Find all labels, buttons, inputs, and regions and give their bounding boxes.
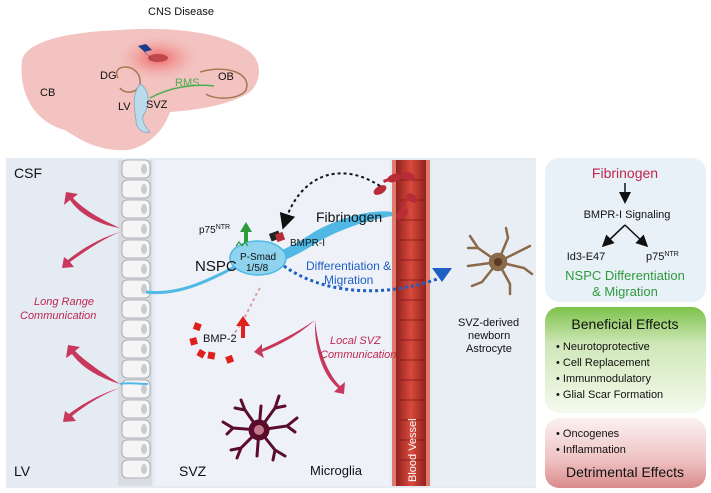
local-svz-label-line2: Communication [320, 349, 396, 361]
pathway-result-line2: & Migration [592, 284, 658, 299]
pathway-panel: Fibrinogen BMPR-I Signaling Id3-E47 p75N… [545, 158, 706, 302]
parenchyma-region [432, 160, 536, 486]
detrimental-item: • Oncogenes [556, 428, 620, 440]
cb-label: CB [40, 87, 55, 99]
beneficial-item: • Glial Scar Formation [556, 389, 663, 401]
astrocyte-cell [466, 226, 534, 296]
bmp2-label: BMP-2 [203, 333, 237, 345]
rms-label: RMS [175, 77, 199, 89]
fibrinogen-molecules [373, 171, 418, 220]
bmpr-label: BMPR-I [290, 238, 325, 249]
bmp-dotted-link [231, 287, 261, 337]
fibrinogen-label: Fibrinogen [316, 209, 382, 225]
p75-up-arrow-icon [240, 222, 252, 242]
beneficial-item: • Cell Replacement [556, 357, 650, 369]
rms-path [149, 84, 215, 99]
long-range-label-line1: Long Range [34, 296, 94, 308]
bmp2-molecules [189, 322, 235, 364]
beneficial-title: Beneficial Effects [571, 316, 678, 332]
differentiation-label-line2: Migration [324, 273, 373, 287]
long-range-arrows [62, 192, 120, 422]
cns-disease-label: CNS Disease [148, 6, 214, 18]
pathway-id3: Id3-E47 [567, 251, 606, 263]
detrimental-panel: • Oncogenes • Inflammation Detrimental E… [545, 418, 706, 488]
ob-outline [199, 68, 248, 99]
lv-label: LV [14, 463, 31, 479]
main-panel: CSF LV SVZ NSPC p75NTR P-Smad 1/5/8 BMPR… [6, 158, 536, 488]
astrocyte-label-line3: Astrocyte [466, 343, 512, 355]
pathway-p75: p75NTR [646, 251, 679, 263]
brain-inset: CNS Disease CB DG RMS OB LV SVZ [21, 6, 259, 151]
fibrinogen-dotted-arrow [279, 172, 381, 230]
detrimental-item: • Inflammation [556, 444, 626, 456]
csf-label: CSF [14, 165, 42, 181]
astrocyte-label-line2: newborn [468, 330, 510, 342]
pathway-signaling: BMPR-I Signaling [584, 209, 671, 221]
blood-vessel-label: Blood Vessel [407, 418, 419, 482]
differentiation-label-line1: Differentiation & [306, 259, 391, 273]
pathway-fibrinogen: Fibrinogen [592, 165, 658, 181]
lv-brain-label: LV [118, 101, 131, 113]
svz-brain-label: SVZ [146, 99, 168, 111]
beneficial-item: • Immunmodulatory [556, 373, 651, 385]
lightning-icon [108, 6, 158, 64]
psmad-label-line2: 1/5/8 [246, 263, 269, 274]
ob-label: OB [218, 71, 234, 83]
ependymal-wall [118, 159, 152, 486]
dg-label: DG [100, 70, 117, 82]
microglia-label: Microglia [310, 463, 363, 478]
svz-label: SVZ [179, 463, 207, 479]
local-svz-arrows [254, 320, 345, 394]
bmp2-up-arrow-icon [236, 316, 250, 338]
detrimental-title: Detrimental Effects [566, 464, 684, 480]
nspc-label: NSPC [195, 258, 237, 275]
long-range-label-line2: Communication [20, 310, 96, 322]
dg-outline [115, 66, 141, 93]
beneficial-item: • Neurotoprotective [556, 341, 650, 353]
nspc-cell [229, 211, 392, 276]
p75-label: p75NTR [199, 224, 230, 236]
psmad-label-line1: P-Smad [240, 252, 276, 263]
local-svz-label-line1: Local SVZ [330, 335, 382, 347]
svz-process-lower [119, 382, 149, 385]
migration-dotted-path [283, 264, 441, 293]
nspc-process-left [145, 260, 245, 295]
beneficial-panel: Beneficial Effects • Neurotoprotective •… [545, 307, 706, 413]
lateral-ventricle [133, 83, 151, 133]
injury-site [148, 54, 168, 62]
microglia-cell [221, 394, 299, 462]
migration-arrowhead-icon [432, 268, 452, 282]
svz-region [155, 160, 390, 486]
astrocyte-label-line1: SVZ-derived [458, 317, 519, 329]
pathway-result-line1: NSPC Differentiation [565, 268, 685, 283]
